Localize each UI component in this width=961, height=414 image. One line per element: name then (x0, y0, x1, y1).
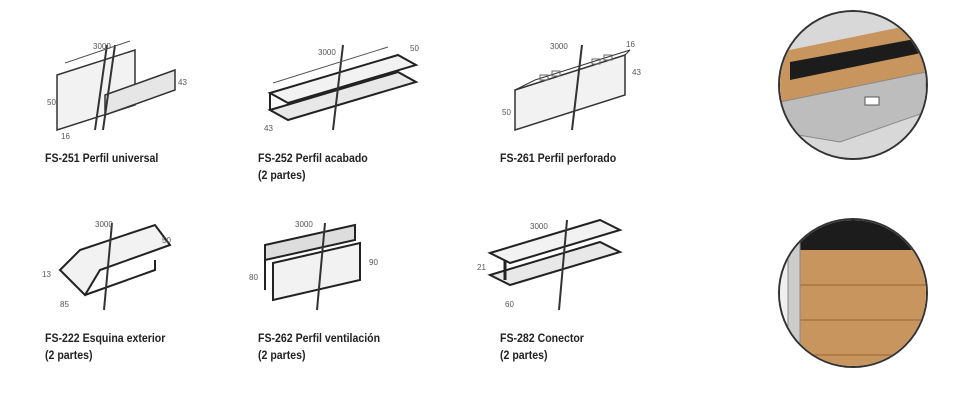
svg-text:80: 80 (249, 273, 258, 282)
svg-text:50: 50 (47, 98, 56, 107)
svg-text:50: 50 (410, 44, 419, 53)
product-name: FS-262 Perfil ventilación (258, 331, 381, 345)
product-fs-262-drawing: 3000 80 90 (245, 215, 395, 315)
svg-text:13: 13 (42, 270, 51, 279)
svg-text:50: 50 (502, 108, 511, 117)
product-parts: (2 partes) (258, 348, 306, 362)
svg-text:3000: 3000 (95, 220, 113, 229)
svg-text:3000: 3000 (295, 220, 313, 229)
svg-text:43: 43 (264, 124, 273, 133)
svg-text:3000: 3000 (93, 42, 111, 51)
svg-text:90: 90 (369, 258, 378, 267)
product-name: FS-251 Perfil universal (45, 151, 159, 165)
profile-detail-photo (778, 10, 928, 160)
product-fs-222-drawing: 3000 50 13 85 (40, 215, 180, 315)
svg-text:3000: 3000 (530, 222, 548, 231)
svg-text:43: 43 (178, 78, 187, 87)
product-fs-261-drawing: 3000 16 43 50 (500, 35, 650, 135)
product-name: FS-261 Perfil perforado (500, 151, 617, 165)
product-fs-252-caption: FS-252 Perfil acabado (2 partes) (258, 150, 368, 184)
panel-detail-photo (778, 218, 928, 368)
product-fs-262-caption: FS-262 Perfil ventilación (2 partes) (258, 330, 380, 364)
product-fs-222-caption: FS-222 Esquina exterior (2 partes) (45, 330, 165, 364)
product-fs-251-drawing: 3000 50 43 16 (45, 35, 195, 140)
svg-text:3000: 3000 (318, 48, 336, 57)
svg-text:60: 60 (505, 300, 514, 309)
product-parts: (2 partes) (258, 168, 306, 182)
product-name: FS-282 Conector (500, 331, 584, 345)
product-fs-251-caption: FS-251 Perfil universal (45, 150, 158, 167)
product-name: FS-252 Perfil acabado (258, 151, 368, 165)
svg-text:43: 43 (632, 68, 641, 77)
product-fs-261-caption: FS-261 Perfil perforado (500, 150, 616, 167)
svg-text:16: 16 (61, 132, 70, 140)
product-fs-282-caption: FS-282 Conector (2 partes) (500, 330, 584, 364)
svg-text:16: 16 (626, 40, 635, 49)
svg-text:3000: 3000 (550, 42, 568, 51)
product-name: FS-222 Esquina exterior (45, 331, 166, 345)
product-fs-252-drawing: 3000 50 43 (258, 35, 428, 135)
svg-text:21: 21 (477, 263, 486, 272)
product-parts: (2 partes) (500, 348, 548, 362)
svg-text:85: 85 (60, 300, 69, 309)
svg-text:50: 50 (162, 236, 171, 245)
product-parts: (2 partes) (45, 348, 93, 362)
product-fs-282-drawing: 3000 21 60 (475, 215, 635, 315)
